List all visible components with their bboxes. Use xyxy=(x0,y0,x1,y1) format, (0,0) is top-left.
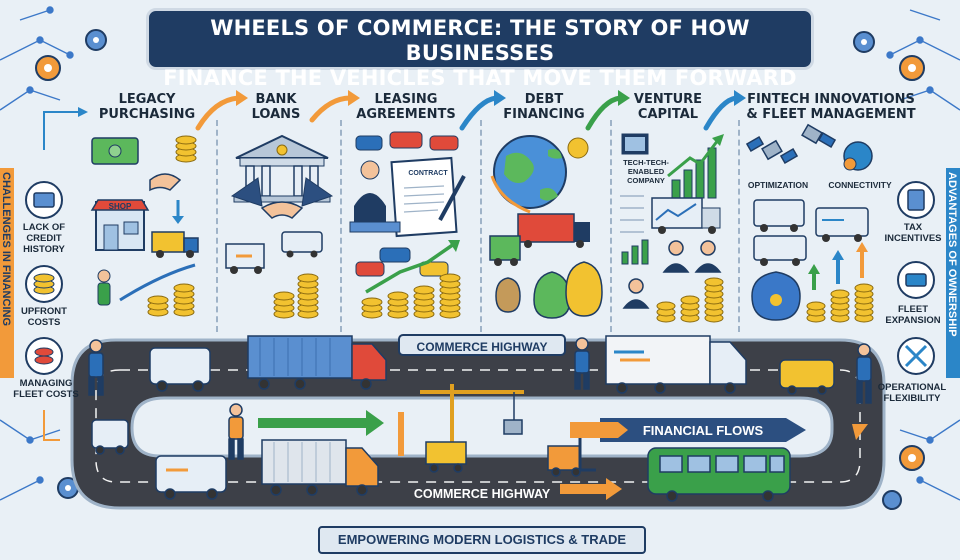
challenge-managing-fleet-costs: MANAGING FLEET COSTS xyxy=(10,378,82,400)
advantages-banner: ADVANTAGES OF OWNERSHIP xyxy=(946,168,960,378)
side-label-line: EXPANSION xyxy=(885,315,941,326)
crane-illustration xyxy=(420,384,524,473)
stage-label-line: BANK xyxy=(255,92,297,107)
stage-label-line: CAPITAL xyxy=(637,107,699,122)
side-label-line: HISTORY xyxy=(23,244,65,255)
page-title: WHEELS OF COMMERCE: THE STORY OF HOW BUS… xyxy=(146,8,814,90)
bottom-banner: EMPOWERING MODERN LOGISTICS & TRADE xyxy=(318,526,646,554)
stage-divider xyxy=(340,120,342,332)
stage-venture-capital: VENTURE CAPITAL xyxy=(620,92,716,122)
side-label-line: UPFRONT xyxy=(21,306,67,317)
stage-divider xyxy=(480,120,482,332)
stage-label-line: LOANS xyxy=(251,107,301,122)
advantages-banner-text: ADVANTAGES OF OWNERSHIP xyxy=(946,172,958,337)
stage-divider xyxy=(216,120,218,332)
tech-company-label: TECH-TECH-ENABLED COMPANY xyxy=(623,158,669,185)
financial-flows-label: FINANCIAL FLOWS xyxy=(642,423,764,438)
advantage-tax-incentives: TAX INCENTIVES xyxy=(880,222,946,244)
legacy-purchasing-scene xyxy=(80,135,199,317)
circuit-decoration-left xyxy=(0,6,74,501)
side-label-line: FLEET xyxy=(897,304,929,315)
stage-divider xyxy=(610,120,612,332)
stage-bank-loans: BANK LOANS xyxy=(236,92,316,122)
stage-label-line: & FLEET MANAGEMENT xyxy=(746,107,916,122)
side-label-line: COSTS xyxy=(27,317,61,328)
gear-icon xyxy=(35,29,925,510)
circuit-decoration-right xyxy=(886,9,960,501)
optimization-label: OPTIMIZATION xyxy=(747,180,809,190)
debt-financing-scene xyxy=(489,135,603,319)
side-label-line: OPERATIONAL xyxy=(877,382,947,393)
stage-leasing-agreements: LEASING AGREEMENTS xyxy=(346,92,466,122)
challenges-banner: CHALLENGES IN FINANCING xyxy=(0,168,14,378)
commerce-highway-label-upper: COMMERCE HIGHWAY xyxy=(398,334,566,356)
leasing-scene xyxy=(349,131,466,319)
right-panel-icons xyxy=(897,181,935,375)
stage-label-line: LEGACY xyxy=(118,92,176,107)
challenge-credit-history: LACK OF CREDIT HISTORY xyxy=(14,222,74,255)
road-flow-arrows xyxy=(258,410,868,500)
challenge-upfront-costs: UPFRONT COSTS xyxy=(14,306,74,328)
stage-label-line: LEASING xyxy=(374,92,438,107)
advantage-operational-flexibility: OPERATIONAL FLEXIBILITY xyxy=(876,382,948,404)
left-panel-icons xyxy=(25,181,63,375)
title-line-2: FINANCE THE VEHICLES THAT MOVE THEM FORW… xyxy=(163,66,797,90)
commerce-highway-label-lower: COMMERCE HIGHWAY xyxy=(413,487,551,501)
side-label-line: FLEXIBILITY xyxy=(883,393,941,404)
stage-arrows xyxy=(195,90,746,131)
side-label-line: FLEET COSTS xyxy=(13,389,79,400)
stage-divider xyxy=(738,120,740,332)
road-people xyxy=(88,337,872,460)
side-label-line: CREDIT xyxy=(26,233,62,244)
stage-label-line: PURCHASING xyxy=(98,107,196,122)
side-label-line: MANAGING xyxy=(19,378,73,389)
stage-legacy-purchasing: LEGACY PURCHASING xyxy=(92,92,202,122)
side-label-line: LACK OF xyxy=(22,222,66,233)
stage-label-line: AGREEMENTS xyxy=(356,107,456,122)
stage-fintech: FINTECH INNOVATIONS & FLEET MANAGEMENT xyxy=(738,92,924,122)
road-vehicles xyxy=(91,335,835,502)
stage-label-line: DEBT xyxy=(524,92,564,107)
side-label-line: INCENTIVES xyxy=(884,233,942,244)
connectivity-label: CONNECTIVITY xyxy=(828,180,892,190)
side-label-line: TAX xyxy=(903,222,923,233)
stage-label-line: VENTURE xyxy=(633,92,703,107)
stage-label-line: FINTECH INNOVATIONS xyxy=(747,92,915,107)
advantage-fleet-expansion: FLEET EXPANSION xyxy=(880,304,946,326)
shop-sign: SHOP xyxy=(108,202,132,211)
contract-label: CONTRACT xyxy=(408,170,448,177)
stage-label-line: FINANCING xyxy=(503,107,585,122)
stage-debt-financing: DEBT FINANCING xyxy=(496,92,592,122)
venture-capital-scene xyxy=(620,133,724,323)
fintech-scene xyxy=(745,123,874,323)
bank-loans-scene xyxy=(225,134,334,319)
title-line-1: WHEELS OF COMMERCE: THE STORY OF HOW BUS… xyxy=(210,16,750,65)
challenges-banner-text: CHALLENGES IN FINANCING xyxy=(0,172,12,326)
